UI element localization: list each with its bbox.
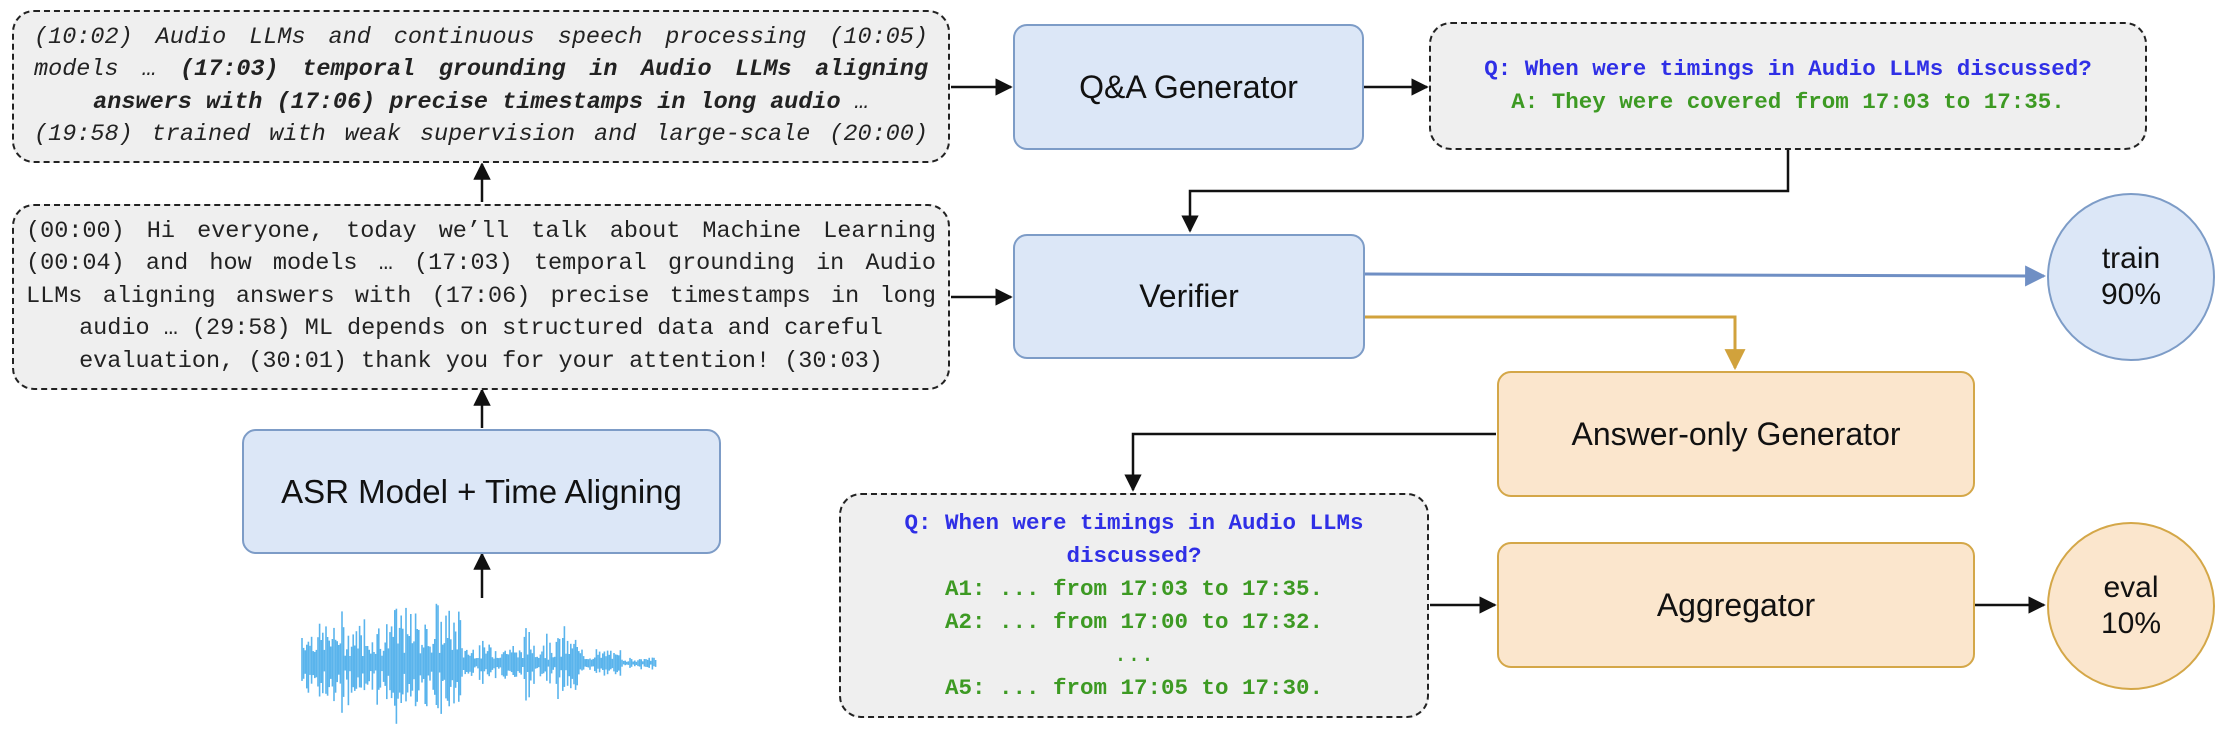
transcript-line-5: evaluation, (30:01) thank you for your a… (79, 347, 883, 375)
multi-answer-box: Q: When were timings in Audio LLMs discu… (839, 493, 1429, 718)
excerpt-line-3-bold: answers with (17:06) precise timestamps … (93, 88, 841, 116)
eval-label: eval (2103, 571, 2159, 604)
excerpt-line-3-tail: … (840, 88, 869, 116)
qa-generator-node: Q&A Generator (1013, 24, 1364, 150)
transcript-line-3: LLMs aligning answers with (17:06) preci… (26, 282, 936, 310)
multi-question-line-2: discussed? (1066, 542, 1202, 569)
excerpt-line-2: models … (17:03) temporal grounding in A… (34, 54, 928, 87)
multi-answer-ellipsis: ... (1113, 641, 1155, 668)
transcript-excerpt-box: (10:02) Audio LLMs and continuous speech… (12, 10, 950, 163)
answer-only-generator-label: Answer-only Generator (1571, 415, 1901, 452)
arrow-verifier-to-train (1364, 265, 2047, 287)
qa-generator-label: Q&A Generator (1079, 68, 1298, 105)
aggregator-node: Aggregator (1497, 542, 1975, 668)
transcript-line-1: (00:00) Hi everyone, today we’ll talk ab… (26, 217, 936, 245)
verifier-label: Verifier (1139, 278, 1239, 314)
train-percent: 90% (2100, 278, 2162, 311)
multi-answer-a5: A5: ... from 17:05 to 17:30. (944, 674, 1324, 701)
excerpt-line-1: (10:02) Audio LLMs and continuous speech… (34, 23, 928, 51)
verifier-node: Verifier (1013, 234, 1365, 359)
excerpt-line-2-bold: (17:03) temporal grounding in Audio LLMs… (179, 56, 928, 83)
transcript-line-2: (00:04) and how models … (17:03) tempora… (26, 250, 936, 278)
answer-only-generator-node: Answer-only Generator (1497, 371, 1975, 497)
multi-question-line-1: Q: When were timings in Audio LLMs (904, 509, 1364, 536)
qa-output-box: Q: When were timings in Audio LLMs discu… (1429, 22, 2147, 150)
qa-output-question: Q: When were timings in Audio LLMs discu… (1484, 56, 2092, 82)
audio-waveform-icon (301, 603, 657, 724)
arrow-answer-only-to-multi (1124, 432, 1496, 492)
eval-percent: 10% (2100, 607, 2162, 640)
eval-split-circle: eval 10% (2047, 522, 2215, 690)
excerpt-line-3: answers with (17:06) precise timestamps … (34, 87, 928, 120)
multi-answer-a1: A1: ... from 17:03 to 17:35. (944, 575, 1324, 602)
aggregator-label: Aggregator (1656, 586, 1816, 623)
arrow-verifier-to-answer-only (1365, 315, 1746, 371)
train-split-circle: train 90% (2047, 193, 2215, 361)
transcript-line-4: audio … (29:58) ML depends on structured… (79, 315, 883, 343)
excerpt-line-4: (19:58) trained with weak supervision an… (34, 121, 928, 148)
multi-answer-a2: A2: ... from 17:00 to 17:32. (944, 608, 1324, 635)
transcript-full-box: (00:00) Hi everyone, today we’ll talk ab… (12, 204, 950, 390)
asr-node-label: ASR Model + Time Aligning (281, 472, 682, 510)
arrow-output-to-verifier (1181, 150, 1790, 233)
asr-node: ASR Model + Time Aligning (242, 429, 721, 554)
qa-output-answer: A: They were covered from 17:03 to 17:35… (1511, 89, 2065, 115)
excerpt-line-2-normal: models … (34, 56, 180, 83)
train-label: train (2101, 242, 2161, 275)
